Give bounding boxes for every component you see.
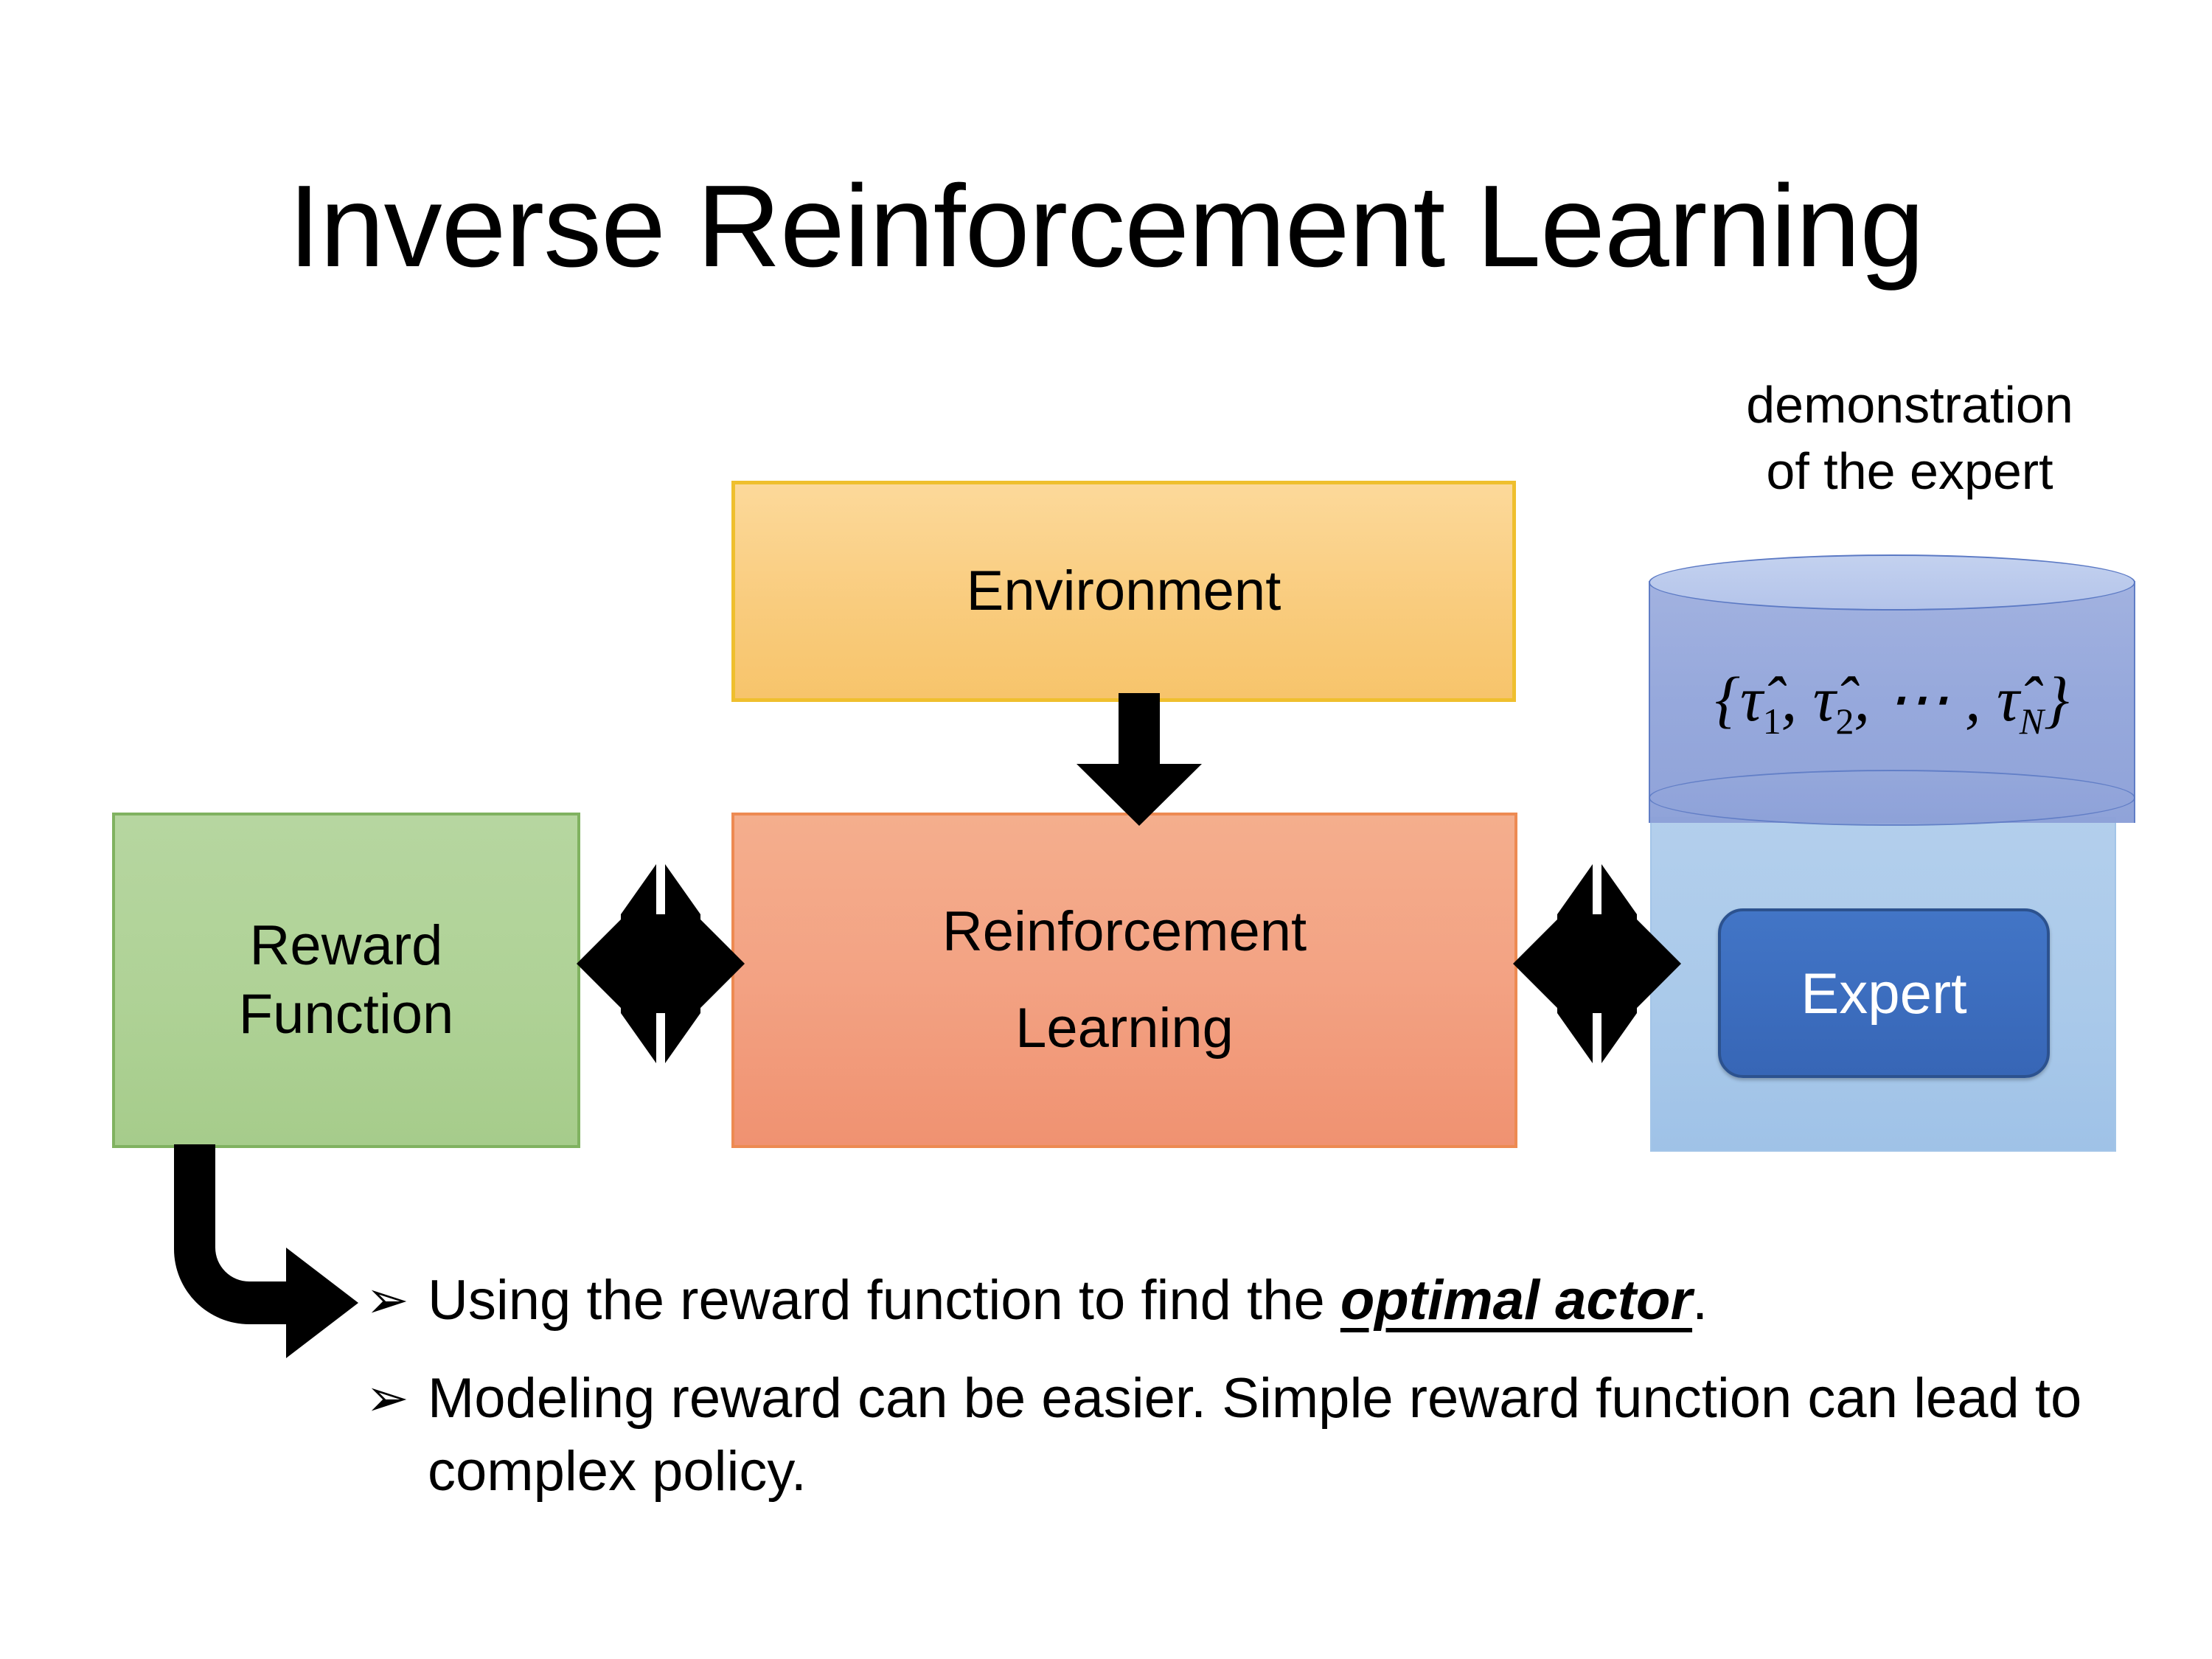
page-title: Inverse Reinforcement Learning <box>288 161 1924 291</box>
environment-box[interactable]: Environment <box>731 481 1516 702</box>
bullet-marker-icon: ➢ <box>366 1368 409 1427</box>
reinforcement-learning-box[interactable]: Reinforcement Learning <box>731 813 1517 1148</box>
list-item-text: Modeling reward can be easier. Simple re… <box>428 1363 2135 1509</box>
list-item-emphasis: optimal actor <box>1340 1269 1693 1332</box>
rl-box-label-line2: Learning <box>1015 996 1234 1060</box>
expert-button-label: Expert <box>1801 960 1967 1026</box>
elbow-arrow-icon <box>174 1144 358 1358</box>
demonstration-caption: demonstration of the expert <box>1637 372 2183 504</box>
cylinder-top-ellipse <box>1649 554 2135 611</box>
demonstration-cylinder: {τ̂1, τ̂2, ⋯ , τ̂N} <box>1649 554 2135 849</box>
cylinder-bottom-ellipse <box>1649 770 2135 826</box>
list-item-prefix: Using the reward function to find the <box>428 1269 1340 1332</box>
notes-list: ➢ Using the reward function to find the … <box>366 1265 2135 1533</box>
trajectory-set-formula: {τ̂1, τ̂2, ⋯ , τ̂N} <box>1714 664 2070 742</box>
list-item-suffix: . <box>1692 1269 1708 1332</box>
list-item-prefix: Modeling reward can be easier. Simple re… <box>428 1366 2082 1503</box>
list-item: ➢ Using the reward function to find the … <box>366 1265 2135 1338</box>
reward-function-box[interactable]: Reward Function <box>112 813 580 1148</box>
four-way-arrow-icon-left <box>577 864 745 1063</box>
reward-box-label-line1: Reward <box>249 914 443 977</box>
reward-box-label-line2: Function <box>238 982 454 1046</box>
list-item-text: Using the reward function to find the op… <box>428 1265 2135 1338</box>
list-item: ➢ Modeling reward can be easier. Simple … <box>366 1363 2135 1509</box>
four-way-arrow-icon-right <box>1513 864 1681 1063</box>
bullet-marker-icon: ➢ <box>366 1271 409 1329</box>
rl-box-line-gap <box>942 967 1307 995</box>
environment-box-label: Environment <box>966 559 1281 622</box>
demonstration-caption-line2: of the expert <box>1766 442 2053 500</box>
down-arrow-icon <box>1077 693 1202 826</box>
rl-box-label-line1: Reinforcement <box>942 900 1307 963</box>
demonstration-caption-line1: demonstration <box>1746 376 2073 434</box>
expert-button[interactable]: Expert <box>1718 908 2050 1078</box>
